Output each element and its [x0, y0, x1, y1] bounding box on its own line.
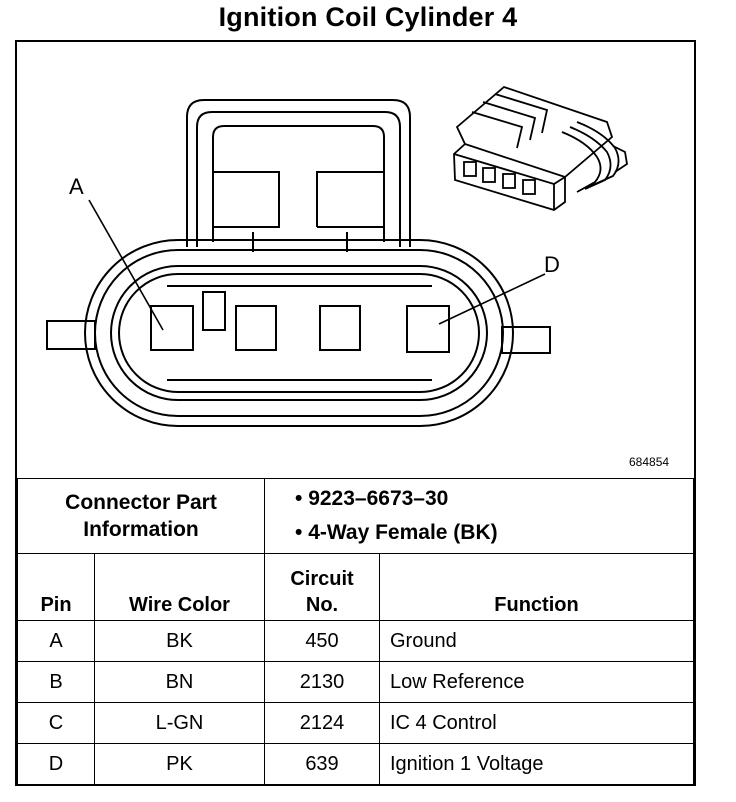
wire-color-cell: PK [94, 743, 265, 785]
function-cell: Ground [379, 620, 694, 662]
connector-3d-sketch [453, 85, 628, 211]
figure-number: 684854 [629, 455, 670, 469]
diagram-frame [15, 40, 696, 786]
cavity-a [150, 305, 194, 351]
cavity-d [406, 305, 450, 353]
cavity-b [235, 305, 277, 351]
circuit-cell: 2124 [264, 702, 380, 744]
connector-body [84, 239, 514, 427]
table-row: D PK 639 Ignition 1 Voltage [17, 743, 694, 785]
callout-a-label: A [69, 174, 84, 199]
callout-d-leader [438, 273, 546, 325]
connector-diagram: A D [46, 85, 628, 427]
page-title: Ignition Coil Cylinder 4 [218, 2, 518, 32]
connector-latch [186, 99, 411, 252]
circuit-cell: 639 [264, 743, 380, 785]
part-number: 9223–6673–30 [295, 482, 693, 516]
pin-cell: D [17, 743, 95, 785]
header-wire-color: Wire Color [94, 553, 265, 621]
pin-cell: B [17, 661, 95, 703]
pinout-table: Pin Wire Color Circuit No. Function A BK… [17, 553, 694, 785]
callout-a-leader [88, 199, 164, 331]
connector-type: 4-Way Female (BK) [295, 516, 693, 550]
pin-cell: C [17, 702, 95, 744]
function-cell: IC 4 Control [379, 702, 694, 744]
table-row: A BK 450 Ground [17, 620, 694, 662]
header-pin: Pin [17, 553, 95, 621]
connector-part-details: 9223–6673–30 4-Way Female (BK) [264, 478, 694, 554]
table-row: C L-GN 2124 IC 4 Control [17, 702, 694, 744]
key-slot [202, 291, 226, 331]
pin-cell: A [17, 620, 95, 662]
header-function: Function [379, 553, 694, 621]
connector-part-label: Connector Part Information [17, 478, 265, 554]
circuit-cell: 450 [264, 620, 380, 662]
pinout-header-row: Pin Wire Color Circuit No. Function [17, 553, 694, 621]
function-cell: Ignition 1 Voltage [379, 743, 694, 785]
function-cell: Low Reference [379, 661, 694, 703]
callout-d-label: D [544, 252, 560, 277]
wire-color-cell: BK [94, 620, 265, 662]
wire-color-cell: L-GN [94, 702, 265, 744]
header-circuit: Circuit No. [264, 553, 380, 621]
wire-color-cell: BN [94, 661, 265, 703]
connector-info-table: Connector Part Information 9223–6673–30 … [17, 478, 694, 554]
cavity-c [319, 305, 361, 351]
right-tab [501, 326, 551, 354]
circuit-cell: 2130 [264, 661, 380, 703]
left-tab [46, 320, 96, 350]
table-row: B BN 2130 Low Reference [17, 661, 694, 703]
